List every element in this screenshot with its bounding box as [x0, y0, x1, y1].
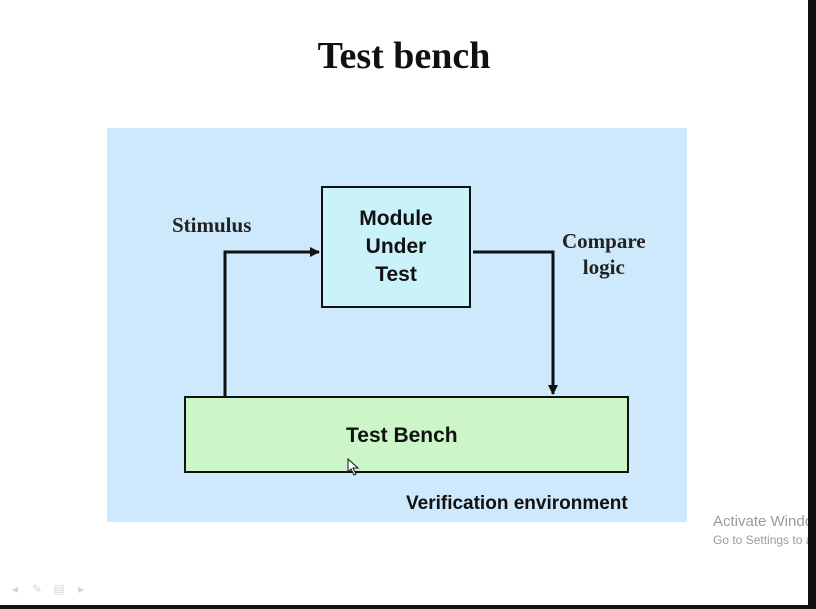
module-box-line: Test: [375, 263, 417, 286]
slides-icon[interactable]: ▤: [53, 582, 65, 596]
window-edge-right: [808, 0, 816, 609]
watermark-subtitle: Go to Settings to a: [713, 533, 813, 547]
diagram-panel: Module Under Test Test Bench Stimulus Co…: [107, 128, 687, 522]
compare-logic-label: Compare logic: [562, 228, 646, 280]
compare-arrow: [473, 250, 558, 395]
window-edge-bottom: [0, 605, 816, 609]
compare-label-line: logic: [582, 255, 625, 279]
verification-environment-label: Verification environment: [406, 493, 628, 514]
connector-arrows: [223, 247, 558, 396]
module-under-test-box: Module Under Test: [321, 186, 471, 308]
prev-icon[interactable]: ◂: [11, 582, 19, 596]
watermark-title: Activate Windo: [713, 513, 814, 530]
activate-windows-watermark: Activate Windo Go to Settings to a: [713, 513, 813, 547]
pen-icon[interactable]: ✎: [31, 582, 43, 596]
stimulus-label: Stimulus: [172, 213, 252, 237]
slideshow-toolbar: ◂ ✎ ▤ ▸: [8, 582, 88, 596]
mouse-cursor-icon: [347, 458, 360, 476]
next-icon[interactable]: ▸: [77, 582, 85, 596]
slide-title: Test bench: [317, 35, 491, 77]
module-box-line: Under: [365, 235, 427, 258]
test-bench-box: Test Bench: [184, 396, 629, 473]
test-bench-label: Test Bench: [346, 424, 458, 447]
compare-label-line: Compare: [562, 229, 646, 253]
stimulus-arrow: [223, 247, 320, 396]
module-box-line: Module: [359, 207, 433, 230]
